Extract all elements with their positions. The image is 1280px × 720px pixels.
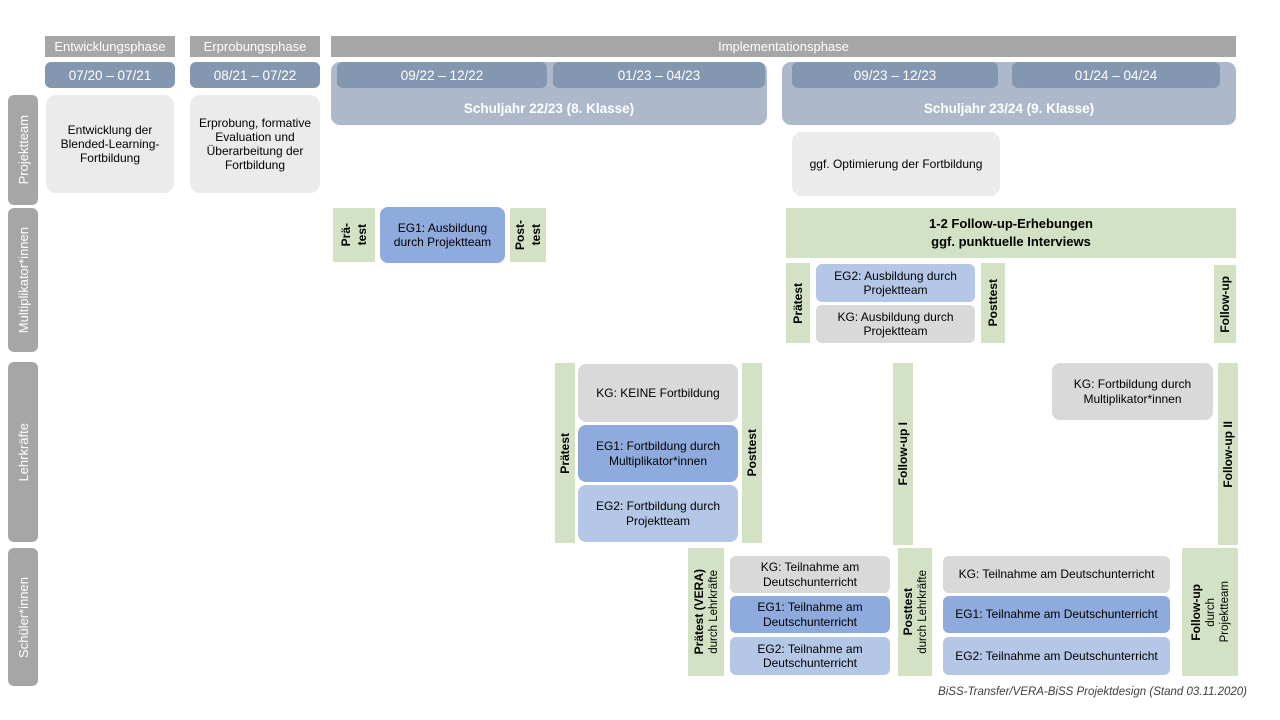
bar-label: Prätest — [791, 282, 805, 324]
bar-followup-schueler: Follow-up durch Projektteam — [1182, 548, 1238, 676]
sidebar-row-lehrkraefte: Lehrkräfte — [8, 362, 38, 542]
schoolyear-label-2324: Schuljahr 23/24 (9. Klasse) — [923, 100, 1095, 116]
sidebar-row-label: Lehrkräfte — [15, 422, 31, 482]
bar-sublabel: durch Lehrkräfte — [708, 570, 720, 654]
bar-label: Follow-up — [1189, 583, 1203, 641]
box-entwicklung-fortbildung: Entwicklung der Blended-Learning-Fortbil… — [46, 95, 174, 193]
bar-posttest-lehrkraefte: Posttest — [742, 363, 762, 543]
bar-sublabel: durch Lehrkräfte — [917, 570, 929, 654]
bar-sublabel: durch — [1205, 597, 1217, 627]
bar-praetest-lehrkraefte: Prätest — [555, 363, 575, 543]
box-eg1-teilnahme-deutschunterricht-2: EG1: Teilnahme am Deutschunterricht — [943, 596, 1170, 633]
box-kg-keine-fortbildung: KG: KEINE Fortbildung — [578, 364, 738, 422]
box-kg-teilnahme-deutschunterricht-1: KG: Teilnahme am Deutschunterricht — [730, 556, 890, 593]
bar-label: Prä- — [339, 223, 353, 247]
date-range-0720-0721: 07/20 – 07/21 — [45, 62, 175, 88]
schoolyear-label-2223: Schuljahr 22/23 (8. Klasse) — [463, 100, 635, 116]
bar-label: Prätest (VERA) — [692, 569, 706, 655]
box-erprobung-evaluation: Erprobung, formative Evaluation und Über… — [190, 95, 320, 193]
bar-label: Follow-up I — [896, 422, 910, 486]
box-kg-fortbildung-multiplikatorinnen: KG: Fortbildung durch Multiplikator*inne… — [1052, 363, 1213, 420]
sidebar-row-label: Projektteam — [15, 115, 31, 185]
bar-label: Prätest — [558, 432, 572, 474]
bar-label: Posttest — [986, 279, 1000, 327]
box-followup-erhebungen: 1-2 Follow-up-Erhebungen ggf. punktuelle… — [786, 208, 1236, 258]
date-range-0124-0424: 01/24 – 04/24 — [1012, 62, 1220, 88]
box-eg2-fortbildung-projektteam: EG2: Fortbildung durch Projektteam — [578, 485, 738, 542]
followup-line-1: 1-2 Follow-up-Erhebungen — [929, 216, 1093, 232]
bar-sublabel: Projektteam — [1219, 581, 1231, 643]
sidebar-row-projektteam: Projektteam — [8, 95, 38, 205]
bar-followup-multiplikator: Follow-up — [1214, 265, 1236, 343]
phase-header-erprobung: Erprobungsphase — [190, 36, 320, 57]
box-eg1-ausbildung-projektteam: EG1: Ausbildung durch Projektteam — [380, 207, 505, 263]
followup-line-2: ggf. punktuelle Interviews — [931, 234, 1091, 249]
date-range-0922-1222: 09/22 – 12/22 — [337, 62, 547, 88]
box-eg1-fortbildung-multiplikatorinnen: EG1: Fortbildung durch Multiplikator*inn… — [578, 425, 738, 482]
bar-label: Follow-up II — [1221, 420, 1235, 488]
bar-posttest-multiplikator-2: Posttest — [981, 263, 1005, 343]
bar-label: test — [529, 224, 543, 246]
box-eg2-ausbildung-projektteam: EG2: Ausbildung durch Projektteam — [816, 264, 975, 302]
date-range-0123-0423: 01/23 – 04/23 — [553, 62, 765, 88]
bar-praetest-multiplikator-1: Prä- test — [333, 208, 375, 262]
bar-praetest-multiplikator-2: Prätest — [786, 263, 810, 343]
box-kg-teilnahme-deutschunterricht-2: KG: Teilnahme am Deutschunterricht — [943, 556, 1170, 593]
sidebar-row-schuelerinnen: Schüler*innen — [8, 548, 38, 686]
sidebar-row-multiplikatorinnen: Multiplikator*innen — [8, 208, 38, 352]
sidebar-row-label: Schüler*innen — [15, 576, 31, 658]
date-range-0923-1223: 09/23 – 12/23 — [792, 62, 998, 88]
box-eg2-teilnahme-deutschunterricht-2: EG2: Teilnahme am Deutschunterricht — [943, 637, 1170, 675]
box-eg2-teilnahme-deutschunterricht-1: EG2: Teilnahme am Deutschunterricht — [730, 637, 890, 675]
box-optimierung-fortbildung: ggf. Optimierung der Fortbildung — [792, 132, 1000, 196]
bar-label: test — [355, 224, 369, 246]
bar-label: Follow-up — [1218, 275, 1232, 333]
bar-followup-1-lehrkraefte: Follow-up I — [893, 363, 913, 545]
bar-praetest-vera-schueler: Prätest (VERA) durch Lehrkräfte — [688, 548, 724, 676]
bar-label: Post- — [513, 220, 527, 250]
slide-caption: BiSS-Transfer/VERA-BiSS Projektdesign (S… — [938, 686, 1247, 698]
bar-label: Posttest — [745, 429, 759, 477]
phase-header-implementation: Implementationsphase — [331, 36, 1236, 57]
box-kg-ausbildung-projektteam: KG: Ausbildung durch Projektteam — [816, 305, 975, 343]
date-range-0821-0722: 08/21 – 07/22 — [190, 62, 320, 88]
bar-followup-2-lehrkraefte: Follow-up II — [1218, 363, 1238, 545]
bar-posttest-multiplikator-1: Post- test — [510, 208, 546, 262]
sidebar-row-label: Multiplikator*innen — [15, 226, 31, 334]
phase-header-entwicklung: Entwicklungsphase — [45, 36, 175, 57]
bar-posttest-schueler: Posttest durch Lehrkräfte — [898, 548, 932, 676]
bar-label: Posttest — [901, 588, 915, 636]
box-eg1-teilnahme-deutschunterricht-1: EG1: Teilnahme am Deutschunterricht — [730, 596, 890, 633]
